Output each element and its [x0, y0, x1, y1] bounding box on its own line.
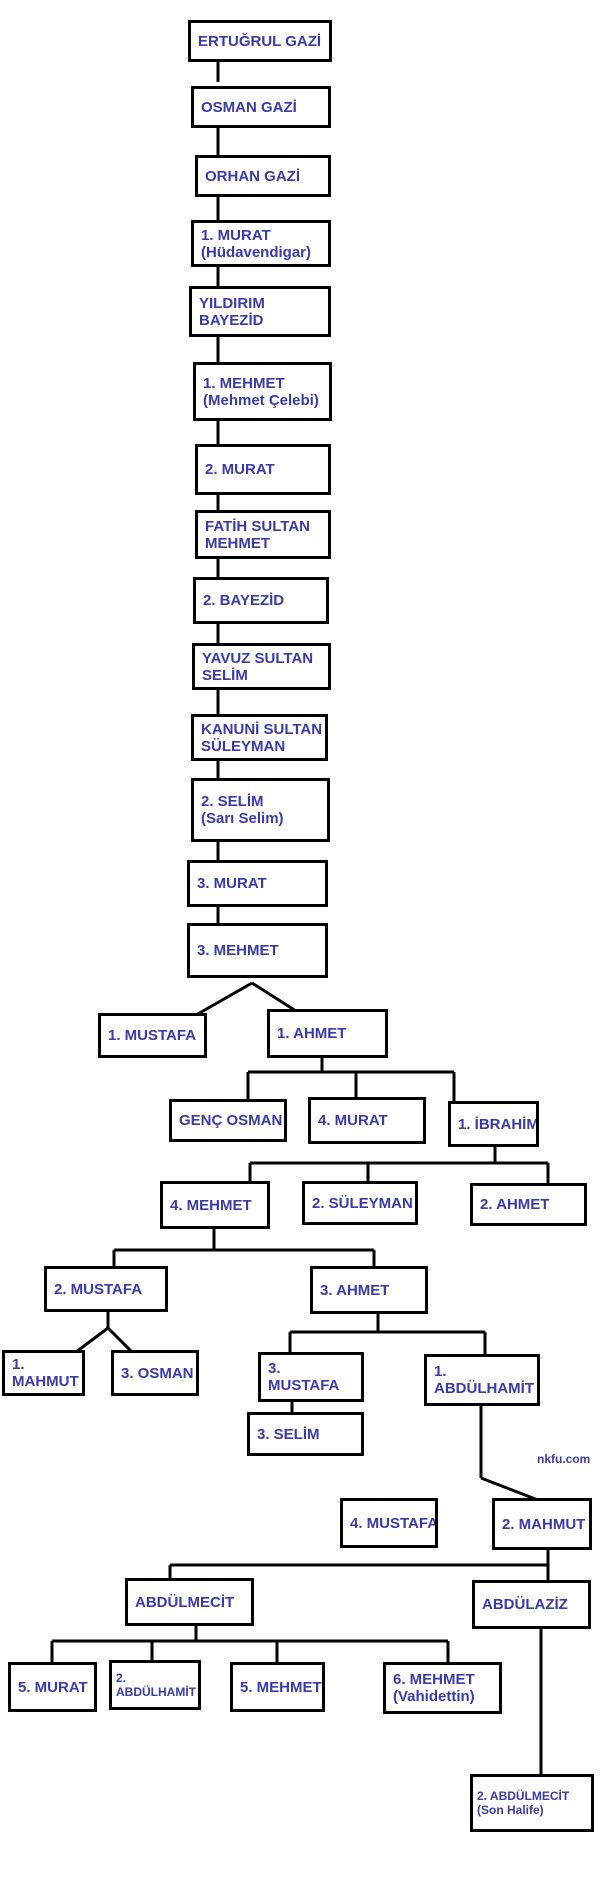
node-2-murat: 2. MURAT — [195, 444, 331, 495]
node-label: 2. BAYEZİD — [203, 592, 285, 609]
node-3-selim: 3. SELİM — [247, 1412, 364, 1456]
node-label: 1. — [434, 1363, 447, 1380]
node-label: 3. — [268, 1360, 281, 1377]
node-label: 3. MURAT — [197, 875, 267, 892]
node-1-mustafa: 1. MUSTAFA — [98, 1013, 207, 1058]
node-label: 2. — [116, 1671, 127, 1685]
connector-line — [75, 1326, 109, 1354]
node-label: YILDIRIM — [199, 294, 265, 312]
node-label: 6. MEHMET — [393, 1671, 475, 1688]
node-4-murat: 4. MURAT — [308, 1097, 426, 1144]
node-yildirim-bayezid: YILDIRIM BAYEZİD — [189, 286, 331, 337]
connector-line — [106, 1326, 134, 1354]
node-2-abdulhamit: 2. ABDÜLHAMİT — [109, 1660, 201, 1710]
node-2-abdulmecit: 2. ABDÜLMECİT (Son Halife) — [470, 1774, 594, 1832]
node-label: 1. MUSTAFA — [108, 1027, 197, 1044]
node-label: 2. SÜLEYMAN — [312, 1194, 413, 1212]
node-label: 4. MEHMET — [170, 1196, 252, 1214]
node-3-osman: 3. OSMAN — [111, 1350, 199, 1396]
node-sublabel: (Son Halife) — [477, 1803, 544, 1817]
node-5-murat: 5. MURAT — [8, 1662, 97, 1712]
node-2-ahmet: 2. AHMET — [470, 1183, 587, 1226]
node-2-bayezid: 2. BAYEZİD — [193, 577, 329, 624]
node-label: 2. MUSTAFA — [54, 1280, 143, 1298]
node-5-mehmet: 5. MEHMET — [230, 1662, 325, 1712]
node-orhan-gazi: ORHAN GAZİ — [195, 155, 331, 197]
node-label: 4. MUSTAFA — [350, 1514, 438, 1532]
node-label: 3. AHMET — [320, 1281, 390, 1299]
node-label: 3. SELİM — [257, 1425, 320, 1443]
node-sublabel: ABDÜLHAMİT — [434, 1380, 534, 1397]
node-label: 2. MURAT — [205, 461, 275, 478]
node-sublabel: (Vahidettin) — [393, 1688, 475, 1705]
node-1-ahmet: 1. AHMET — [267, 1009, 388, 1058]
node-kanuni-sultan-suleyman: KANUNİ SULTAN SÜLEYMAN — [191, 714, 328, 761]
node-2-mahmut: 2. MAHMUT — [492, 1498, 592, 1550]
node-6-mehmet: 6. MEHMET (Vahidettin) — [383, 1662, 502, 1714]
node-label: 2. MAHMUT — [502, 1515, 586, 1533]
node-1-mahmut: 1. MAHMUT — [2, 1350, 85, 1396]
node-label: 5. MEHMET — [240, 1678, 322, 1696]
node-3-ahmet: 3. AHMET — [310, 1266, 428, 1314]
node-3-murat: 3. MURAT — [187, 860, 328, 907]
node-label: KANUNİ SULTAN — [201, 720, 323, 738]
node-label: FATİH SULTAN — [205, 517, 310, 535]
node-label: 1. MEHMET — [203, 374, 285, 392]
node-1-ibrahim: 1. İBRAHİM — [448, 1101, 539, 1147]
node-label: ABDÜLAZİZ — [482, 1596, 568, 1613]
node-4-mustafa: 4. MUSTAFA — [340, 1498, 438, 1548]
node-label: 4. MURAT — [318, 1112, 388, 1129]
node-sublabel: MAHMUT — [12, 1373, 79, 1390]
node-genc-osman: GENÇ OSMAN — [169, 1099, 287, 1142]
node-3-mehmet: 3. MEHMET — [187, 923, 328, 978]
node-yavuz-sultan-selim: YAVUZ SULTAN SELİM — [192, 643, 331, 690]
node-fatih-sultan-mehmet: FATİH SULTAN MEHMET — [195, 510, 331, 559]
node-label: ERTUĞRUL GAZİ — [198, 32, 322, 50]
node-label: 3. MEHMET — [197, 942, 279, 959]
node-2-mustafa: 2. MUSTAFA — [44, 1266, 168, 1312]
node-label: ORHAN GAZİ — [205, 167, 300, 185]
node-abdulmecit: ABDÜLMECİT — [125, 1578, 254, 1626]
node-sublabel: BAYEZİD — [199, 311, 264, 329]
node-label: 1. MURAT — [201, 226, 271, 244]
node-label: ABDÜLMECİT — [135, 1593, 235, 1611]
node-label: 2. AHMET — [480, 1196, 550, 1213]
node-abdulaziz: ABDÜLAZİZ — [472, 1580, 591, 1629]
node-sublabel: MEHMET — [205, 534, 270, 552]
node-sublabel: (Hüdavendigar) — [201, 243, 312, 261]
node-sublabel: ABDÜLHAMİT — [116, 1685, 196, 1699]
node-label: 5. MURAT — [18, 1678, 88, 1696]
node-2-suleyman: 2. SÜLEYMAN — [302, 1181, 418, 1225]
node-osman-gazi: OSMAN GAZİ — [191, 86, 331, 128]
node-label: 1. İBRAHİM — [458, 1115, 539, 1133]
node-label: 2. ABDÜLMECİT — [477, 1789, 570, 1803]
node-1-mehmet: 1. MEHMET (Mehmet Çelebi) — [193, 362, 332, 421]
node-1-abdulhamit: 1. ABDÜLHAMİT — [424, 1354, 540, 1406]
watermark-text: nkfu.com — [537, 1452, 591, 1466]
node-1-murat: 1. MURAT (Hüdavendigar) — [191, 220, 331, 267]
node-label: 3. OSMAN — [121, 1364, 194, 1382]
node-label: OSMAN GAZİ — [201, 98, 297, 116]
node-sublabel: SELİM — [202, 666, 248, 684]
node-ertugrul-gazi: ERTUĞRUL GAZİ — [188, 20, 332, 62]
node-label: YAVUZ SULTAN — [202, 649, 314, 667]
connector-line — [251, 981, 297, 1013]
node-sublabel: (Sarı Selim) — [201, 810, 284, 827]
node-label: 2. SELİM — [201, 793, 264, 810]
connector-line — [195, 981, 253, 1017]
node-2-selim: 2. SELİM (Sarı Selim) — [191, 778, 330, 842]
node-label: 1. AHMET — [277, 1025, 347, 1042]
node-4-mehmet: 4. MEHMET — [160, 1181, 270, 1229]
node-sublabel: (Mehmet Çelebi) — [203, 391, 319, 409]
node-label: 1. — [12, 1356, 25, 1373]
node-sublabel: SÜLEYMAN — [201, 737, 286, 755]
connector-line — [480, 1476, 539, 1502]
node-sublabel: MUSTAFA — [268, 1377, 340, 1394]
node-3-mustafa: 3. MUSTAFA — [258, 1352, 364, 1402]
node-label: GENÇ OSMAN — [179, 1112, 283, 1129]
